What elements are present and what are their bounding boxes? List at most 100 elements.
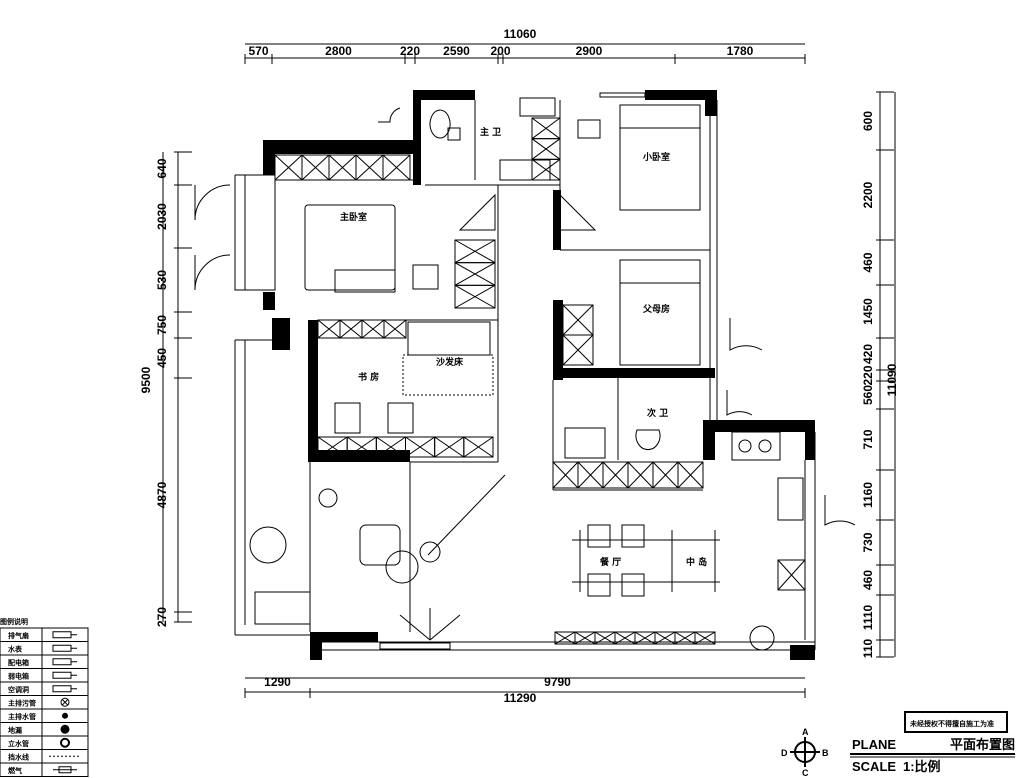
- cabinet-unit: [355, 154, 384, 181]
- cabinet-unit: [574, 631, 596, 645]
- cabinet-unit: [383, 319, 407, 339]
- master-bed: [304, 204, 396, 291]
- room-label-sofa-bed: 沙发床: [436, 356, 464, 368]
- dimension-total: 11060: [504, 27, 537, 41]
- stamp-box: [904, 711, 1008, 733]
- legend-symbol-icon: [60, 737, 70, 748]
- compass-icon: [790, 737, 820, 767]
- dimension-label: 640: [155, 158, 169, 178]
- compass-d: D: [781, 748, 788, 758]
- room-label-study: 书 房: [358, 371, 379, 383]
- legend-item-label: 弱电箱: [8, 672, 29, 681]
- legend-item-label: 挡水线: [8, 753, 29, 762]
- legend-item-label: 配电箱: [8, 658, 29, 667]
- cabinet-unit: [652, 461, 679, 489]
- legend-item-label: 空调洞: [8, 685, 29, 694]
- cabinet-unit: [552, 461, 579, 489]
- legend-title: 图例说明: [0, 617, 28, 626]
- room-label-dining: 餐 厅: [599, 556, 621, 568]
- room-label-parents-room: 父母房: [642, 303, 670, 315]
- cabinet-unit: [434, 436, 465, 458]
- walls: [263, 90, 815, 660]
- cabinet-unit: [577, 461, 604, 489]
- legend-symbol-icon: [52, 658, 77, 666]
- dimension-label: 570: [248, 44, 268, 58]
- cabinet-unit: [463, 436, 494, 458]
- room-label-second-bath: 次 卫: [647, 407, 668, 419]
- dimension-label: 2200: [861, 181, 875, 208]
- dimension-label: 450: [155, 348, 169, 368]
- dimension-label: 110: [861, 638, 875, 658]
- legend-symbol-icon: [52, 644, 77, 652]
- compass-a: A: [802, 727, 809, 737]
- dimension-label: 9790: [544, 675, 571, 689]
- legend-item-label: 燃气: [7, 766, 22, 775]
- room-label-master-bath: 主 卫: [480, 126, 501, 138]
- parents-bed: [619, 259, 701, 366]
- legend-symbol-icon: [52, 685, 77, 693]
- dimension-label: 460: [861, 252, 875, 272]
- dimension-label: 2590: [443, 44, 470, 58]
- stamp-text: 未经授权不得擅自施工为准: [910, 719, 994, 728]
- cabinet-unit: [654, 631, 676, 645]
- dimension-label: 2900: [576, 44, 603, 58]
- dimension-label: 220: [861, 365, 875, 385]
- dimension-label: 530: [155, 270, 169, 290]
- room-label-small-bedroom: 小卧室: [642, 151, 670, 163]
- doors: [194, 107, 856, 526]
- compass-b: B: [822, 748, 829, 758]
- dimension-label: 1110: [861, 604, 875, 630]
- cabinet-unit: [454, 239, 496, 264]
- nightstand: [412, 264, 439, 290]
- legend-symbol-icon: [60, 697, 70, 707]
- plane-label: PLANE: [852, 737, 896, 752]
- dimension-label: 2030: [155, 203, 169, 230]
- dimension-label: 420: [861, 344, 875, 364]
- cabinet-unit: [405, 436, 436, 458]
- sofa-bed: [407, 321, 491, 356]
- lounge-chair: [249, 526, 287, 564]
- cabinet-unit: [694, 631, 716, 645]
- cabinet-unit: [531, 138, 561, 160]
- legend-symbol-icon: [52, 631, 77, 639]
- legend-symbol-icon: [62, 712, 68, 719]
- cabinet-unit: [382, 154, 411, 181]
- room-label-island: 中 岛: [686, 556, 707, 568]
- dimension-total: 11290: [504, 691, 537, 705]
- legend-item-label: 水表: [8, 645, 23, 654]
- dimension-label: 730: [861, 532, 875, 552]
- dimension-label: 1780: [727, 44, 754, 58]
- legend-symbol-icon: [53, 766, 77, 774]
- compass-c: C: [802, 768, 809, 778]
- cabinet-unit: [346, 436, 377, 458]
- cabinet-unit: [328, 154, 357, 181]
- cabinet-unit: [317, 319, 341, 339]
- dimension-label: 200: [490, 44, 510, 58]
- legend-symbol-icon: [52, 671, 77, 679]
- cabinet-unit: [677, 461, 704, 489]
- dimension-total: 9500: [139, 366, 153, 393]
- dimension-label: 460: [861, 570, 875, 590]
- cabinet-unit: [454, 284, 496, 309]
- side-table: [359, 524, 401, 566]
- cabinet-unit: [627, 461, 654, 489]
- scale-value: 1:比例: [903, 759, 941, 774]
- dimension-label: 560: [861, 385, 875, 405]
- legend-item-label: 主排水管: [8, 712, 36, 721]
- cabinet-unit: [531, 117, 561, 140]
- legend-item-label: 地漏: [8, 726, 22, 735]
- legend-item-label: 主排污管: [8, 699, 36, 708]
- dimension-total: 11090: [885, 363, 899, 396]
- dimension-label: 2800: [325, 44, 352, 58]
- legend-item-label: 立水管: [8, 739, 29, 748]
- dimension-label: 1450: [861, 298, 875, 325]
- cabinet-unit: [274, 154, 303, 181]
- dimension-label: 1160: [861, 482, 875, 508]
- dimension-label: 220: [400, 44, 420, 58]
- round-table: [385, 550, 419, 584]
- dimension-label: 270: [155, 607, 169, 627]
- legend-item-label: 排气扇: [8, 631, 29, 640]
